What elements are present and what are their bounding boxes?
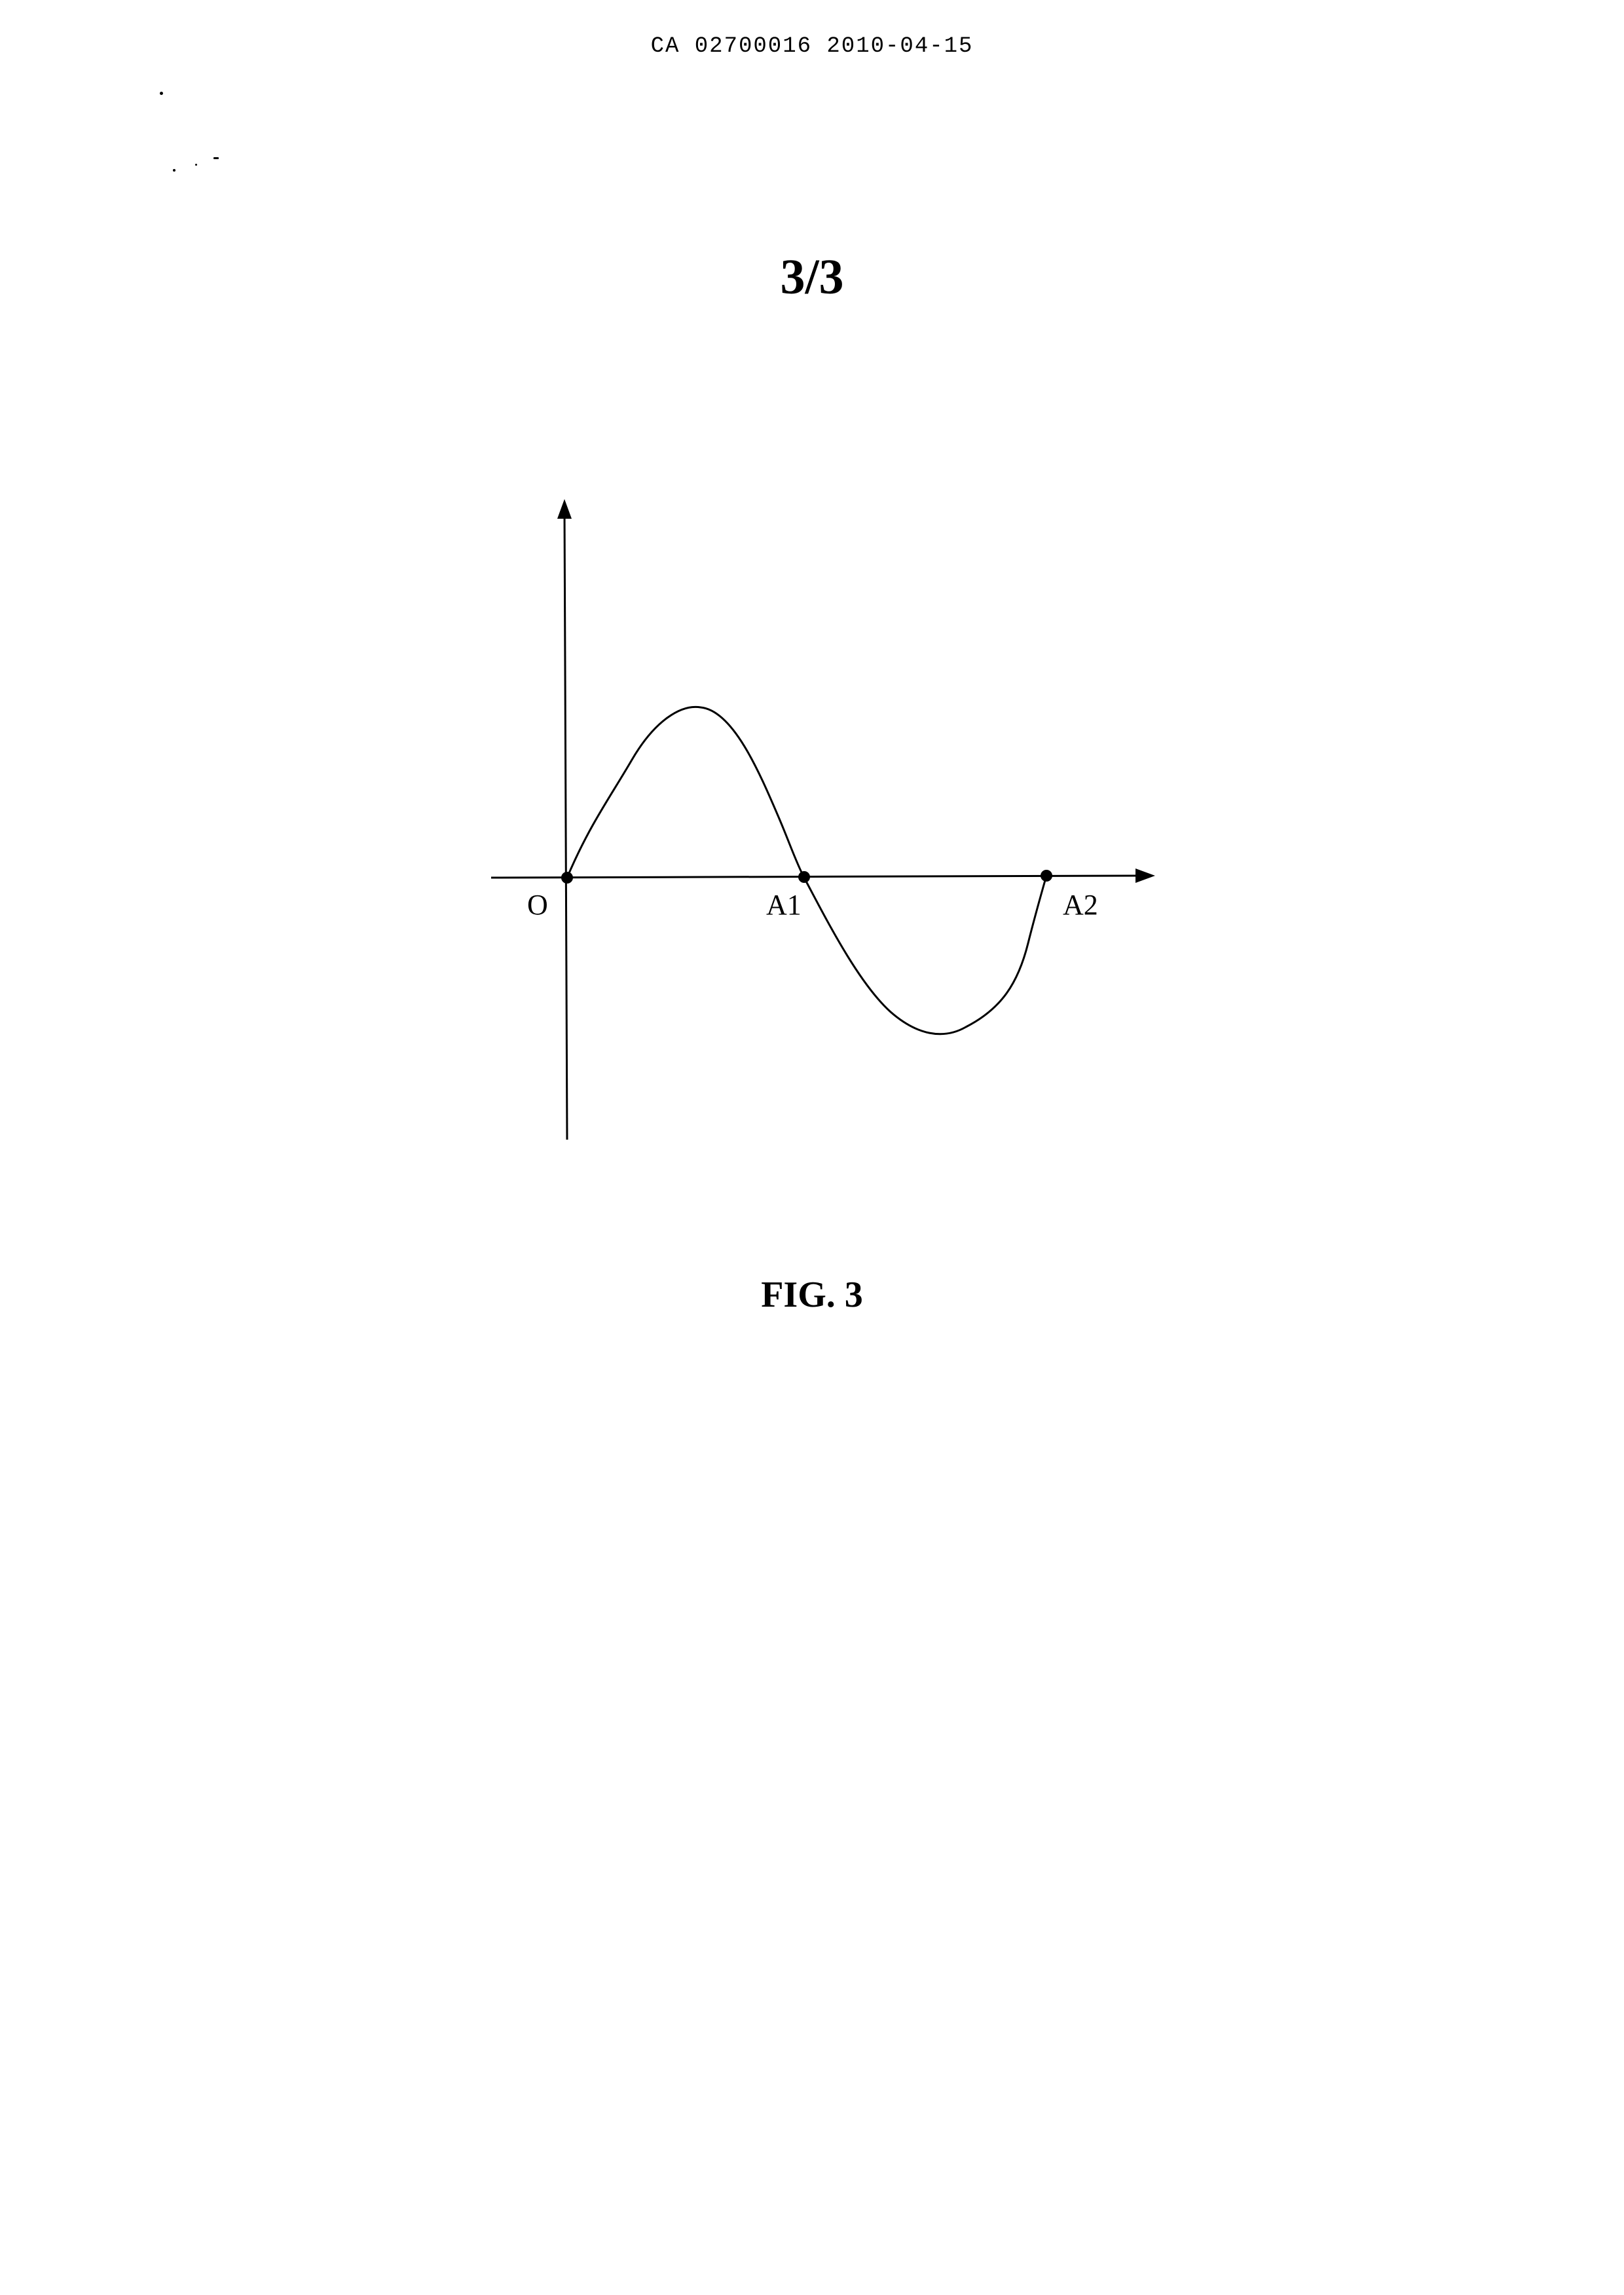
point-o: [561, 872, 573, 884]
point-label-a2: A2: [1063, 891, 1098, 920]
point-a1: [798, 871, 810, 883]
point-label-o: O: [527, 891, 548, 920]
vertical-axis: [564, 511, 567, 1140]
scan-speck: [195, 164, 197, 166]
figure-drawing: [458, 485, 1179, 1140]
point-a2: [1041, 870, 1052, 882]
sheet-number: 3/3: [0, 249, 1624, 306]
vertical-axis-arrowhead: [557, 499, 572, 519]
document-header: CA 02700016 2010-04-15: [0, 34, 1624, 59]
waveform-curve: [567, 707, 1046, 1034]
figure: O A1 A2: [458, 485, 1179, 1140]
scan-speck: [213, 157, 219, 159]
point-label-a1: A1: [766, 891, 802, 920]
horizontal-axis-arrowhead: [1135, 868, 1155, 883]
scan-speck: [160, 92, 163, 95]
scan-speck: [173, 169, 175, 172]
figure-caption: FIG. 3: [0, 1274, 1624, 1316]
